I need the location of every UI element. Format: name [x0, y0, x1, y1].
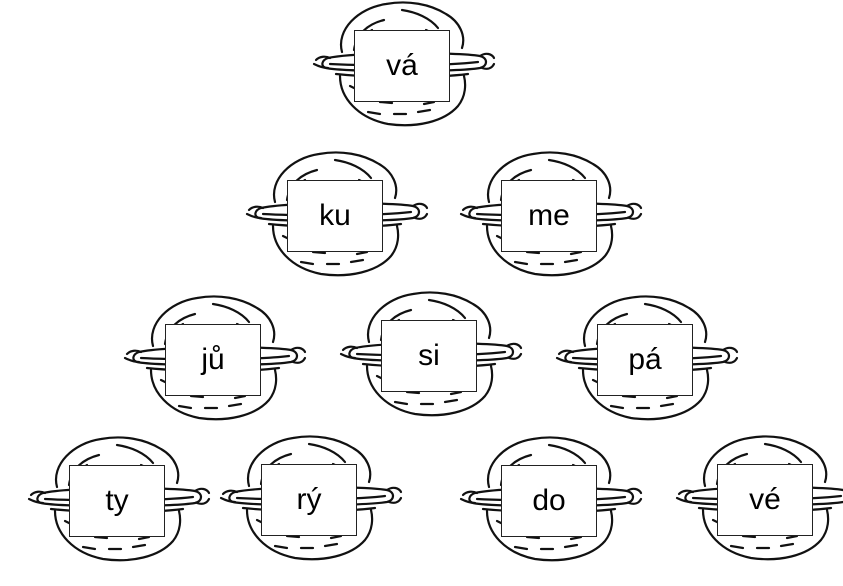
syllable-label: pá [597, 324, 693, 396]
syllable-label: vé [717, 464, 813, 536]
syllable-label: si [381, 320, 477, 392]
syllable-label: me [501, 180, 597, 252]
syllable-label: jů [165, 324, 261, 396]
syllable-label: rý [261, 464, 357, 536]
syllable-label: vá [354, 30, 450, 102]
syllable-label: ku [287, 180, 383, 252]
syllable-label: do [501, 465, 597, 537]
syllable-label: ty [69, 465, 165, 537]
